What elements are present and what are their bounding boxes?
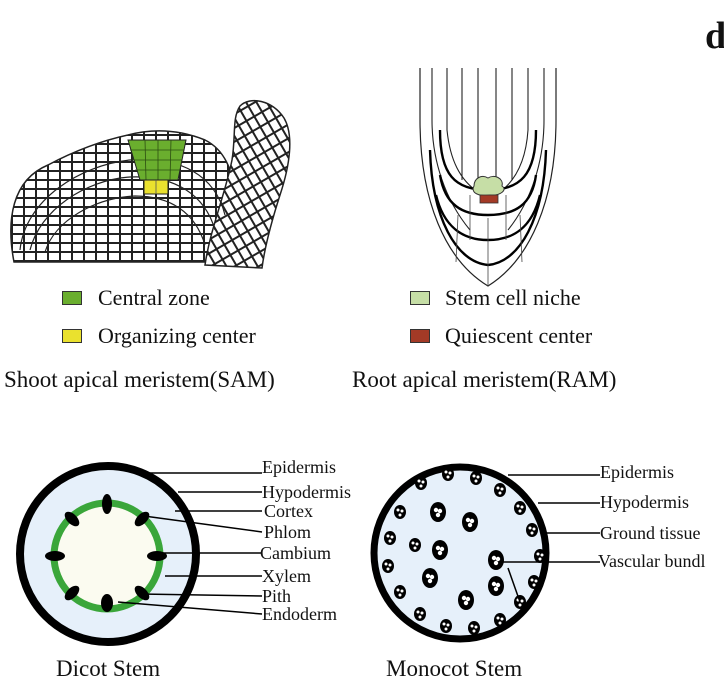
ram-stem-cell-niche [472,175,505,196]
vascular-bundle [432,540,448,560]
legend-label-quiescent-center: Quiescent center [445,323,593,348]
monocot-caption: Monocot Stem [386,656,523,681]
ram-caption: Root apical meristem(RAM) [352,367,617,392]
dicot-label-phlom: Phlom [264,522,312,542]
legend-swatch-organizing-center [62,329,82,343]
dicot-label-hypodermis: Hypodermis [262,482,351,502]
legend-swatch-central-zone [62,291,82,305]
legend-label-organizing-center: Organizing center [98,323,256,348]
sam-leaf-primordium [204,99,291,269]
monocot-label-hypodermis: Hypodermis [600,492,689,512]
vascular-bundle [415,476,427,490]
vascular-bundle [414,607,426,621]
dicot-leader-lines [117,472,263,615]
monocot-label-epidermis: Epidermis [600,462,674,482]
legend-swatch-quiescent-center [410,329,430,343]
dicot-label-cortex: Cortex [264,501,313,521]
vascular-bundle [494,483,506,497]
ram-quiescent-center [479,194,499,204]
monocot-vascular-bundles [382,467,546,635]
sam-illustration [10,99,291,269]
vascular-bundle [440,619,452,633]
monocot-epidermis [370,463,550,643]
sam-caption: Shoot apical meristem(SAM) [4,367,275,392]
dicot-caption: Dicot Stem [56,656,161,681]
vascular-bundle [468,621,480,635]
monocot-leader-lines [500,474,600,603]
vascular-bundle [470,471,482,485]
vascular-bundle [528,575,540,589]
vascular-bundle [422,568,438,588]
panel-letter: d [705,15,724,57]
legend-swatch-stem-cell-niche [410,291,430,305]
vascular-bundle [462,512,478,532]
vascular-bundle [394,505,406,519]
ram-illustration [419,68,557,287]
vascular-bundle [488,576,504,596]
dicot-label-epidermis: Epidermis [262,457,336,477]
monocot-stem-illustration [370,463,600,643]
dicot-label-cambium: Cambium [260,543,331,563]
monocot-label-vascular-bundle: Vascular bundl [598,551,706,571]
dicot-stem-illustration [16,462,263,646]
vascular-bundle [488,550,504,570]
dicot-label-pith: Pith [262,586,292,606]
vascular-bundle [394,585,406,599]
vascular-bundle [458,590,474,610]
vascular-bundle [526,523,538,537]
vascular-bundle [409,538,421,552]
vascular-bundle [430,502,446,522]
monocot-label-ground-tissue: Ground tissue [600,523,701,543]
vascular-bundle [534,549,546,563]
vascular-bundle [494,613,506,627]
dicot-label-endoderm: Endoderm [262,604,337,624]
vascular-bundle [384,531,396,545]
vascular-bundle [514,501,526,515]
vascular-bundle [442,467,454,481]
dicot-label-xylem: Xylem [262,566,311,586]
dicot-vascular-bundles [45,494,167,612]
legend-label-stem-cell-niche: Stem cell niche [445,285,581,310]
legend-label-central-zone: Central zone [98,285,210,310]
vascular-bundle [382,559,394,573]
